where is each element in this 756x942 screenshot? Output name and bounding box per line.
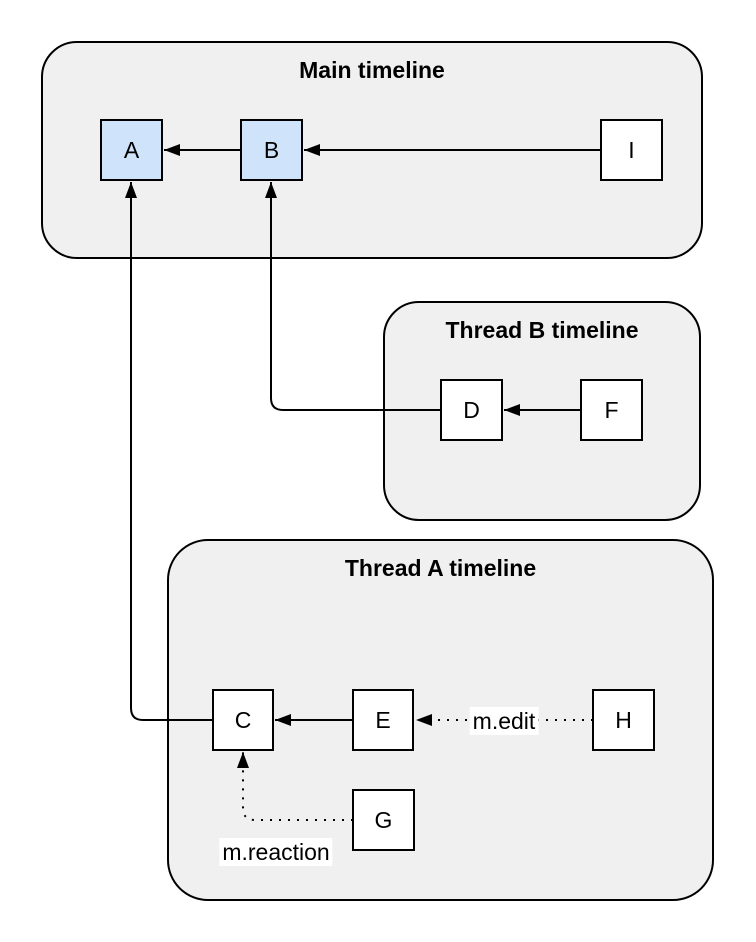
edge-d-to-b (265, 182, 441, 411)
event-node-b-box (240, 119, 303, 181)
event-node-d-box (440, 379, 503, 441)
edge-g-to-c-dotted (237, 752, 353, 821)
event-node-i-box (600, 119, 663, 181)
event-node-a-box (100, 119, 163, 181)
event-node-e-box (352, 689, 414, 751)
event-node-h-box (592, 689, 655, 751)
edge-c-to-a (125, 182, 213, 721)
event-node-c-box (212, 689, 274, 751)
event-node-g-box (352, 789, 415, 851)
event-node-f-box (580, 379, 643, 441)
